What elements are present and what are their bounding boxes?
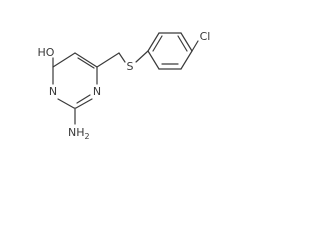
chlorophenyl-ring [147, 32, 193, 70]
hydroxyl-label: HO [38, 46, 55, 59]
bond-ar6-ar1 [147, 50, 160, 70]
amino-label: NH2 [68, 126, 90, 141]
bond-n1-c2-double [76, 94, 91, 104]
bond-ar1-ar2-double [152, 35, 163, 52]
bond-c4-c5 [52, 52, 76, 68]
bond-c2-n3 [57, 98, 75, 109]
bond-ar4-ar5 [180, 50, 193, 70]
structure-canvas: HO N N S Cl NH2 [0, 0, 230, 147]
bond-ar-cl [191, 40, 199, 52]
bond-ch2-s [118, 52, 126, 63]
bond-c5-c6 [74, 52, 98, 68]
bond-ar1-ar2 [147, 32, 160, 52]
ring-nitrogen-lower-label: N [49, 85, 57, 98]
bond-c5-c6-double [77, 57, 95, 69]
amino-label-main: NH [68, 126, 85, 139]
chlorine-label: Cl [200, 30, 211, 43]
bond-n1-c2 [75, 98, 93, 109]
bond-ar3-ar4-double [177, 35, 188, 52]
bond-ar3-ar4 [180, 32, 193, 52]
ring-nitrogen-upper-label: N [93, 85, 101, 98]
sulfur-label: S [127, 60, 134, 73]
pyrimidine-ring [52, 52, 98, 109]
bond-s-aryl [135, 50, 149, 63]
bond-c6-ch2 [96, 52, 120, 68]
amino-label-subscript: 2 [85, 132, 90, 141]
chemical-structure-diagram: HO N N S Cl NH2 [38, 30, 211, 141]
